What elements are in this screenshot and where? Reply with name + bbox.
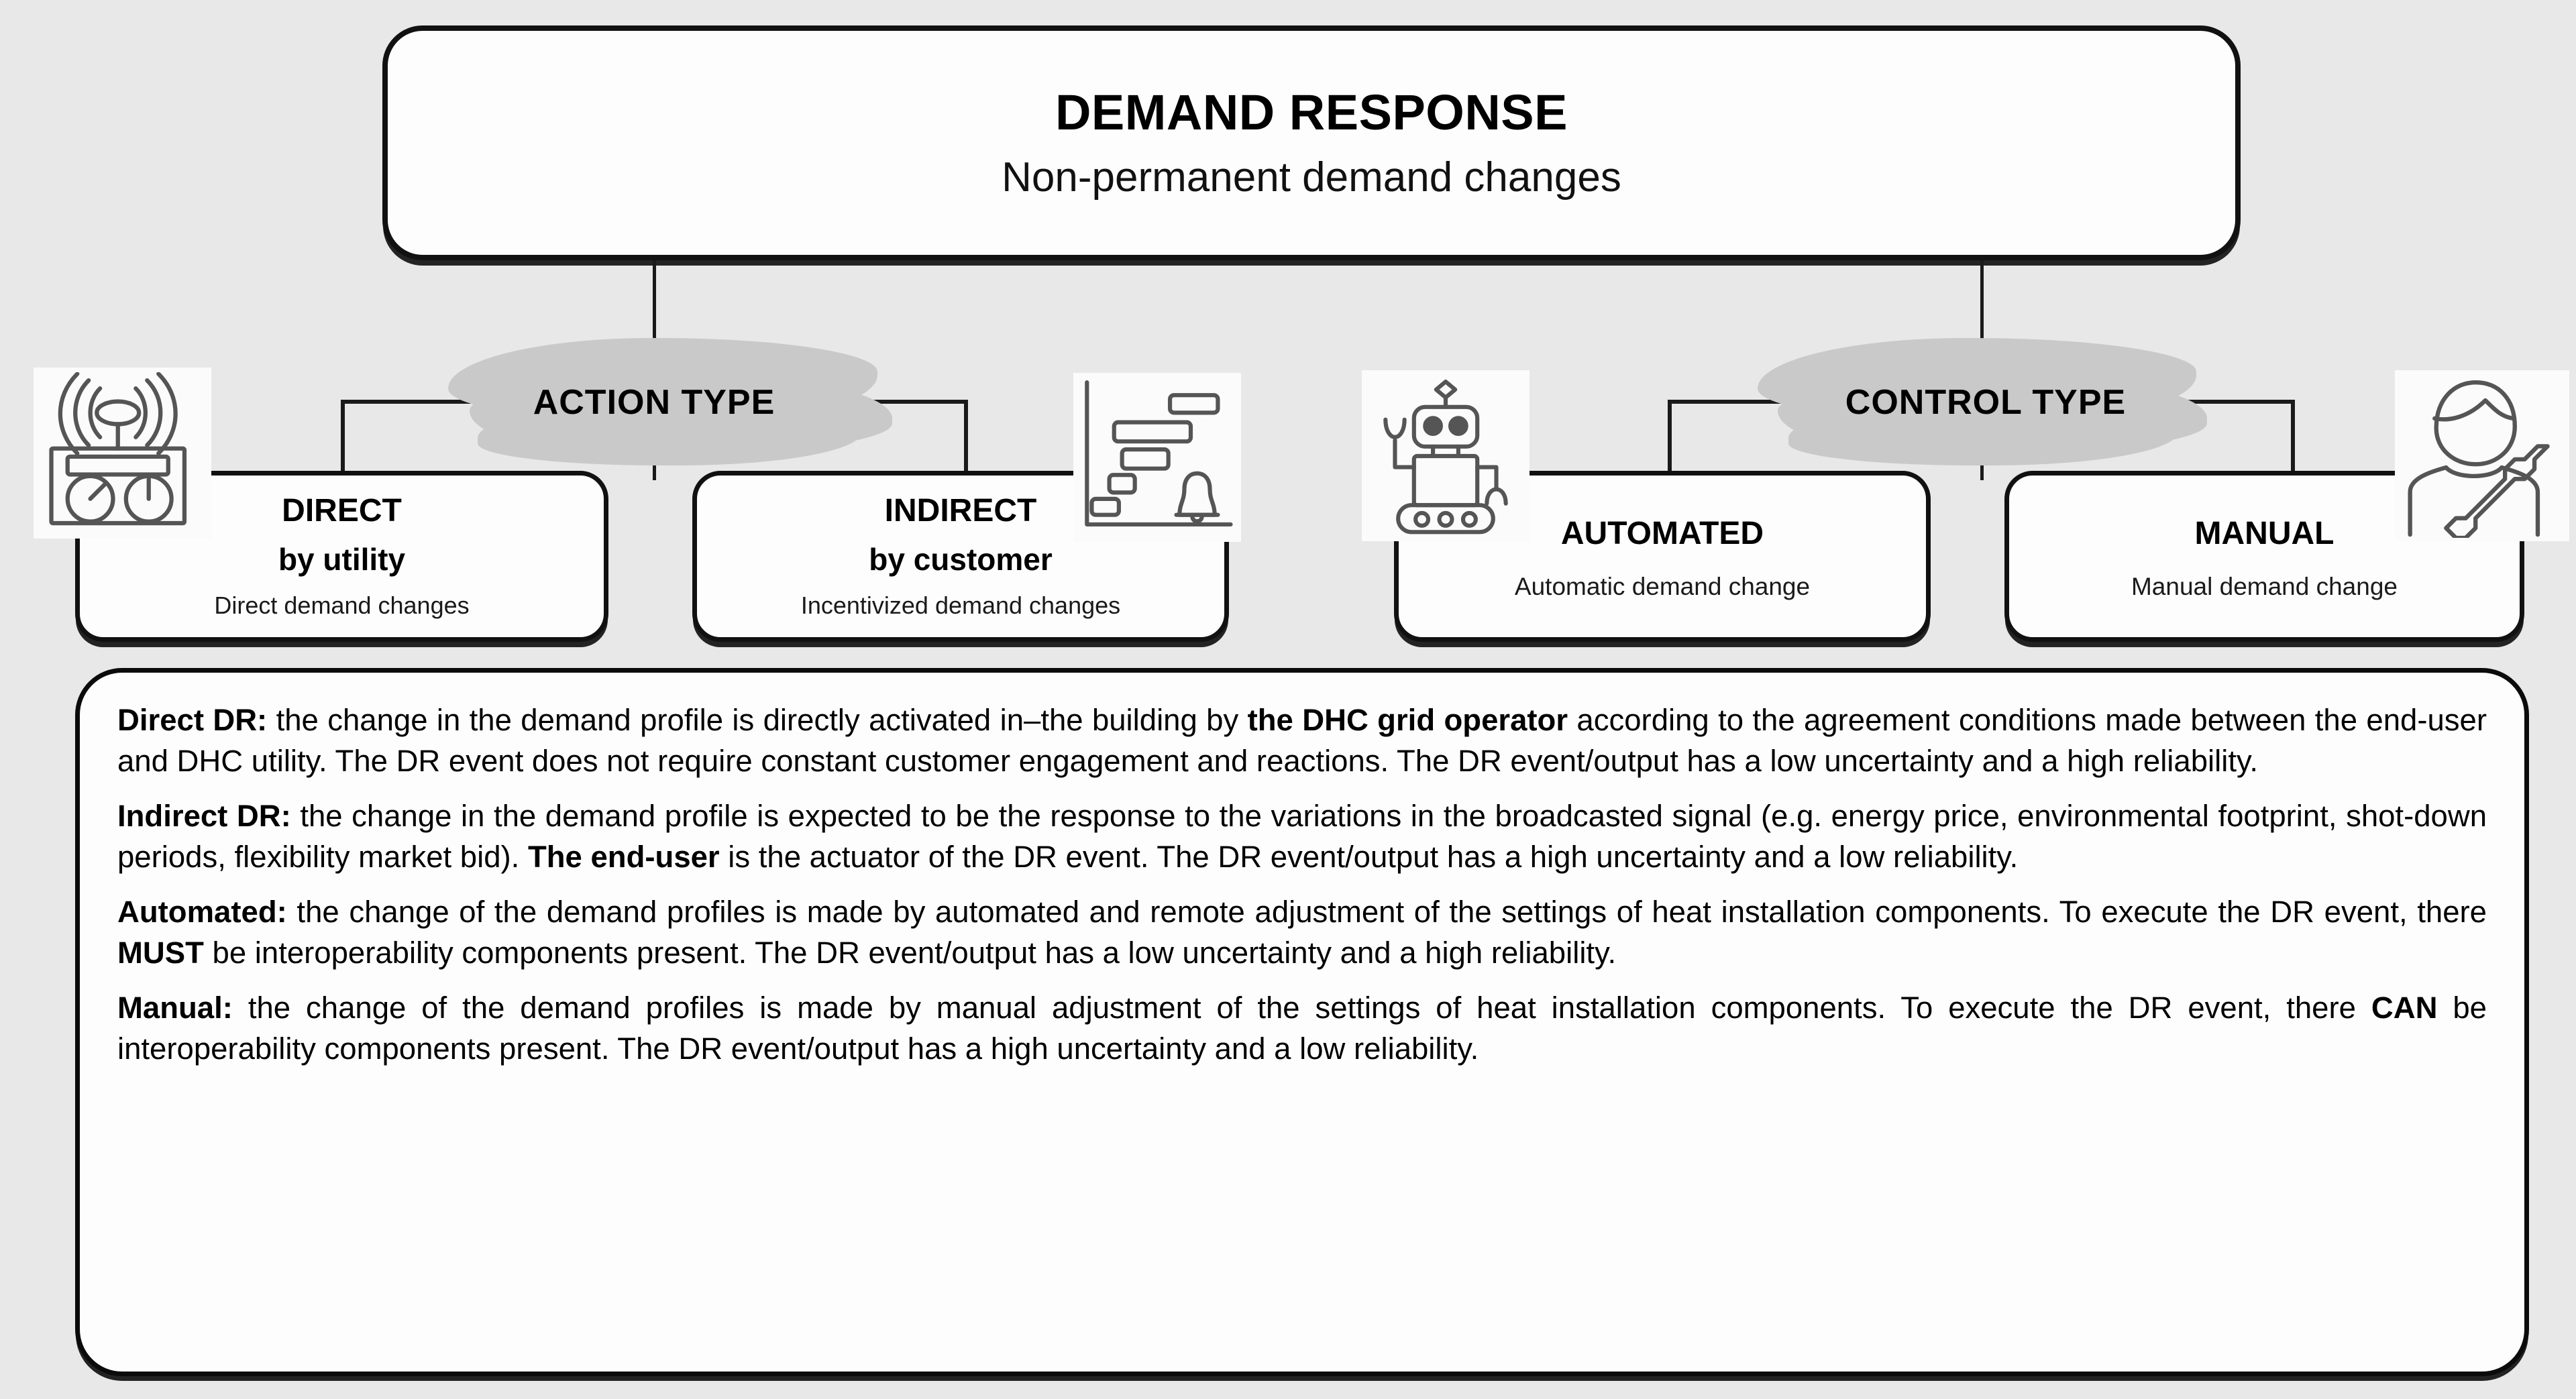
connector-action-type-to-direct [341,400,345,475]
root-node-demand-response: DEMAND RESPONSE Non-permanent demand cha… [382,25,2241,260]
node-indirect-title: INDIRECT [884,493,1037,529]
node-manual-title: MANUAL [2194,515,2334,551]
description-direct-dr: Direct DR: the change in the demand prof… [117,703,2487,779]
connector-control-type-to-automated [1668,400,1672,475]
description-manual: Manual: the change of the demand profile… [117,990,2487,1066]
node-direct-caption: Direct demand changes [214,591,470,619]
node-direct-by: by utility [278,542,406,577]
node-direct-title: DIRECT [282,493,402,529]
node-automated-title: AUTOMATED [1560,515,1764,551]
root-subtitle: Non-permanent demand changes [1002,154,1621,201]
node-manual: MANUAL Manual demand change [2004,471,2524,642]
technician-wrench-icon [2395,370,2569,541]
node-indirect-caption: Incentivized demand changes [800,591,1121,619]
group-label-control-type: CONTROL TYPE [1845,383,2127,422]
page-title: DEMAND RESPONSE [1055,84,1568,140]
node-manual-caption: Manual demand change [2131,573,2398,601]
connector-action-type-to-indirect [964,400,968,475]
description-panel: Direct DR: the change in the demand prof… [75,668,2529,1376]
description-indirect-dr: Indirect DR: the change in the demand pr… [117,798,2487,875]
connector-root-to-control-type [1980,260,1984,480]
connector-root-to-action-type [653,260,656,480]
connector-control-type-to-manual [2291,400,2295,475]
description-automated: Automated: the change of the demand prof… [117,894,2487,970]
node-indirect: INDIRECT by customer Incentivized demand… [692,471,1229,642]
robot-icon [1362,370,1529,541]
gantt-chart-bell-icon [1073,373,1241,542]
group-label-action-type: ACTION TYPE [533,383,775,422]
node-automated-caption: Automatic demand change [1514,573,1811,601]
radio-receiver-icon [34,368,211,539]
node-indirect-by: by customer [869,542,1053,577]
